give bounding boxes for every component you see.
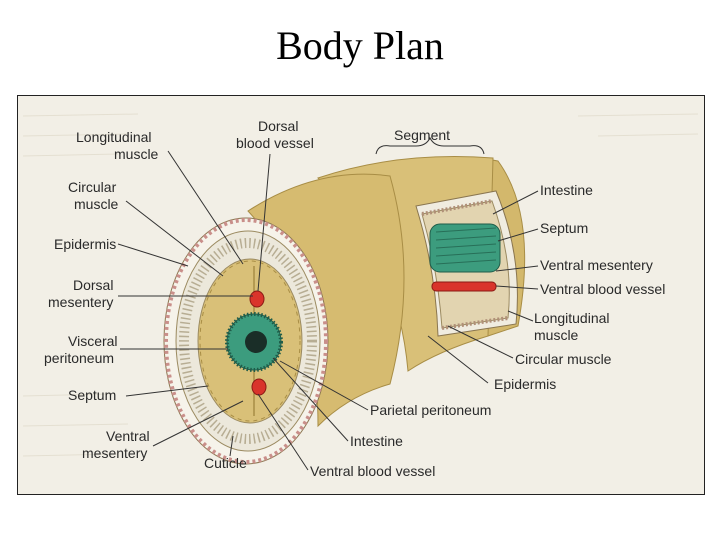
label-circular-muscle-right: Circular muscle <box>515 351 612 367</box>
cutaway-segment <box>415 190 518 337</box>
intestine-cutaway <box>429 223 501 273</box>
cross-section <box>163 217 329 465</box>
label-intestine-right: Intestine <box>540 182 593 198</box>
label-longitudinal-muscle-right: Longitudinal muscle <box>534 310 613 343</box>
leader-lines <box>117 136 539 471</box>
label-septum-left: Septum <box>68 387 116 403</box>
label-visceral-peritoneum: Visceral peritoneum <box>44 333 121 366</box>
label-epidermis-left: Epidermis <box>54 236 116 252</box>
label-intestine-bottom: Intestine <box>350 433 403 449</box>
ventral-vessel <box>251 378 267 396</box>
epidermis-ring <box>164 218 328 464</box>
muscle-layer-ring <box>179 238 317 444</box>
label-dorsal-mesentery: Dorsal mesentery <box>48 277 117 310</box>
label-longitudinal-muscle-left: Longitudinal muscle <box>76 129 159 162</box>
label-epidermis-right: Epidermis <box>494 376 556 392</box>
label-cuticle: Cuticle <box>204 455 247 471</box>
label-ventral-blood-vessel-right: Ventral blood vessel <box>540 281 665 297</box>
label-ventral-blood-vessel-bottom: Ventral blood vessel <box>310 463 435 479</box>
ventral-vessel-cutaway <box>431 281 497 292</box>
body-plan-illustration: Longitudinal muscle Dorsal blood vessel … <box>18 96 704 494</box>
label-septum-right: Septum <box>540 220 588 236</box>
label-circular-muscle-left: Circular muscle <box>68 179 120 212</box>
label-ventral-mesentery-right: Ventral mesentery <box>540 257 653 273</box>
intestine-lumen <box>245 331 267 353</box>
label-ventral-mesentery-left: Ventral mesentery <box>82 428 153 461</box>
label-segment: Segment <box>394 127 450 143</box>
body-plan-figure: Longitudinal muscle Dorsal blood vessel … <box>17 95 705 495</box>
label-dorsal-blood-vessel: Dorsal blood vessel <box>236 118 314 151</box>
slide-title: Body Plan <box>276 23 444 68</box>
label-parietal-peritoneum: Parietal peritoneum <box>370 402 491 418</box>
dorsal-vessel <box>249 290 265 308</box>
